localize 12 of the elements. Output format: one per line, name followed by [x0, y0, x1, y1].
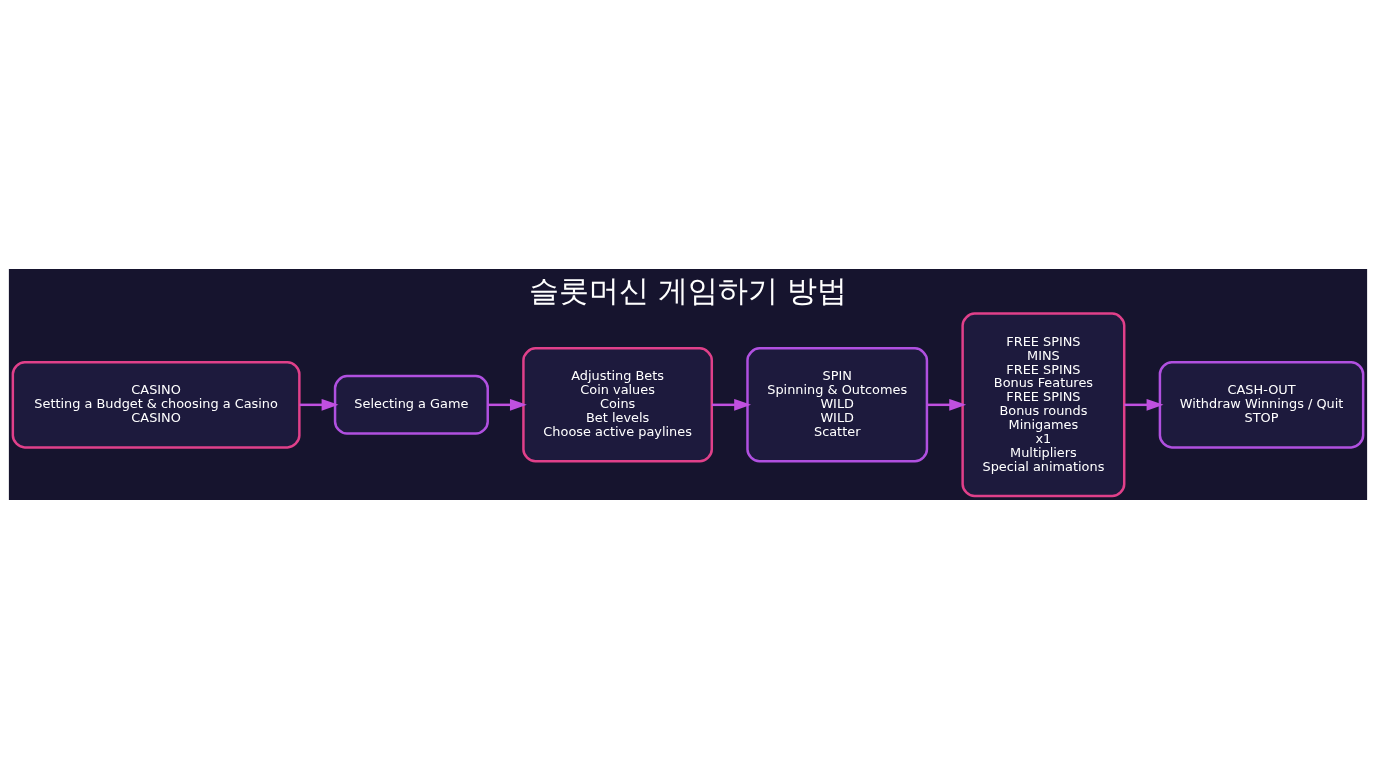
node-box: Adjusting Bets Coin values Coins Bet levels Choose active paylines — [522, 346, 714, 463]
arrow — [927, 398, 967, 411]
diagram-title: 슬롯머신 게임하기 방법 — [528, 272, 848, 308]
node-box: Selecting a Game — [333, 374, 489, 435]
arrow — [487, 398, 527, 411]
node-box: CASINO Setting a Budget & choosing a Casino CASINO — [11, 360, 301, 449]
arrow — [299, 398, 339, 411]
node-box: CASH-OUT Withdraw Winnings / Quit STOP — [1158, 360, 1365, 449]
node-box: FREE SPINS MINS FREE SPINS Bonus Features FREE SPINS Bonus rounds Minigames x1 Multipliers Special animations — [961, 311, 1126, 497]
arrow — [711, 398, 752, 411]
node-box: SPIN Spinning & Outcomes WILD WILD Scatter — [746, 346, 929, 463]
arrow — [1124, 398, 1164, 411]
